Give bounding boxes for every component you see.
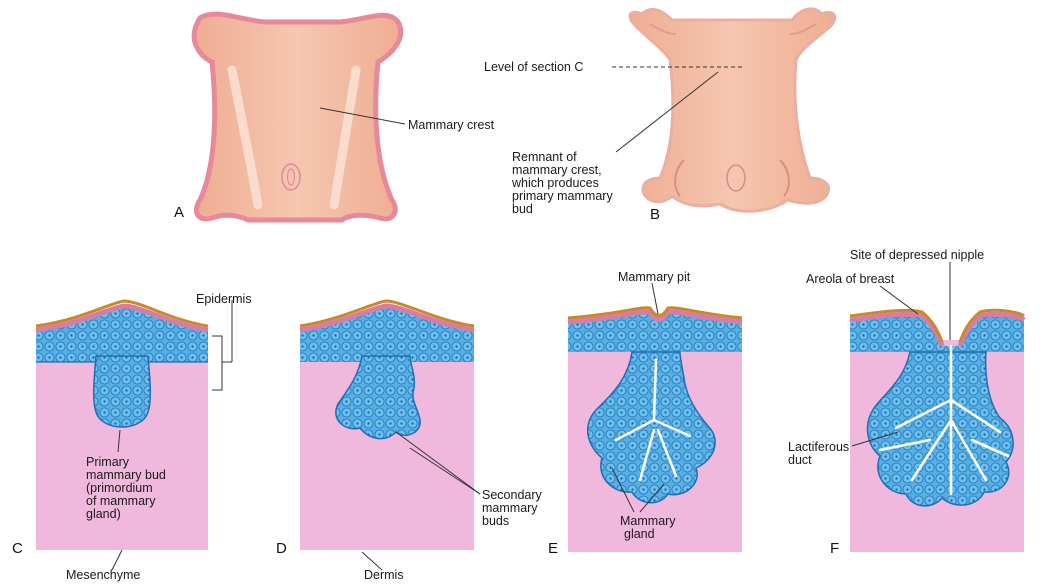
label-primary-4: of mammary <box>86 494 155 508</box>
section-c <box>36 300 232 570</box>
panel-label-d: D <box>276 540 287 557</box>
label-primary-2: mammary bud <box>86 468 166 482</box>
embryo-b <box>612 9 835 211</box>
panel-label-a: A <box>174 204 184 221</box>
label-secondary-1: Secondary <box>482 488 542 502</box>
label-mammary-pit: Mammary pit <box>618 270 690 284</box>
label-mammary-crest: Mammary crest <box>408 118 494 132</box>
label-remnant-2: mammary crest, <box>512 163 602 177</box>
label-mammary-gland-2: gland <box>624 527 655 541</box>
label-site-depressed-nipple: Site of depressed nipple <box>850 248 984 262</box>
panel-label-c: C <box>12 540 23 557</box>
section-d <box>300 301 480 570</box>
section-f <box>850 262 1024 552</box>
label-mammary-gland-1: Mammary <box>620 514 676 528</box>
label-secondary-2: mammary <box>482 501 538 515</box>
label-remnant-3: which produces <box>512 176 599 190</box>
label-epidermis: Epidermis <box>196 292 252 306</box>
primary-mammary-bud <box>94 356 151 427</box>
label-primary-3: (primordium <box>86 481 153 495</box>
embryo-b-body <box>630 9 835 211</box>
panel-label-b: B <box>650 206 660 223</box>
label-remnant-5: bud <box>512 202 533 216</box>
label-dermis: Dermis <box>364 568 404 582</box>
panel-label-e: E <box>548 540 558 557</box>
label-remnant-1: Remnant of <box>512 150 577 164</box>
label-areola: Areola of breast <box>806 272 894 286</box>
label-level-of-section-c: Level of section C <box>484 60 583 74</box>
label-lactiferous-1: Lactiferous <box>788 440 849 454</box>
label-secondary-3: buds <box>482 514 509 528</box>
label-mesenchyme: Mesenchyme <box>66 568 140 582</box>
label-primary-1: Primary <box>86 455 129 469</box>
label-lactiferous-2: duct <box>788 453 812 467</box>
panel-label-f: F <box>830 540 839 557</box>
epidermis-bracket <box>212 336 222 390</box>
section-e <box>568 283 742 552</box>
label-primary-5: gland) <box>86 507 121 521</box>
embryo-a <box>194 14 405 220</box>
label-remnant-4: primary mammary <box>512 189 613 203</box>
